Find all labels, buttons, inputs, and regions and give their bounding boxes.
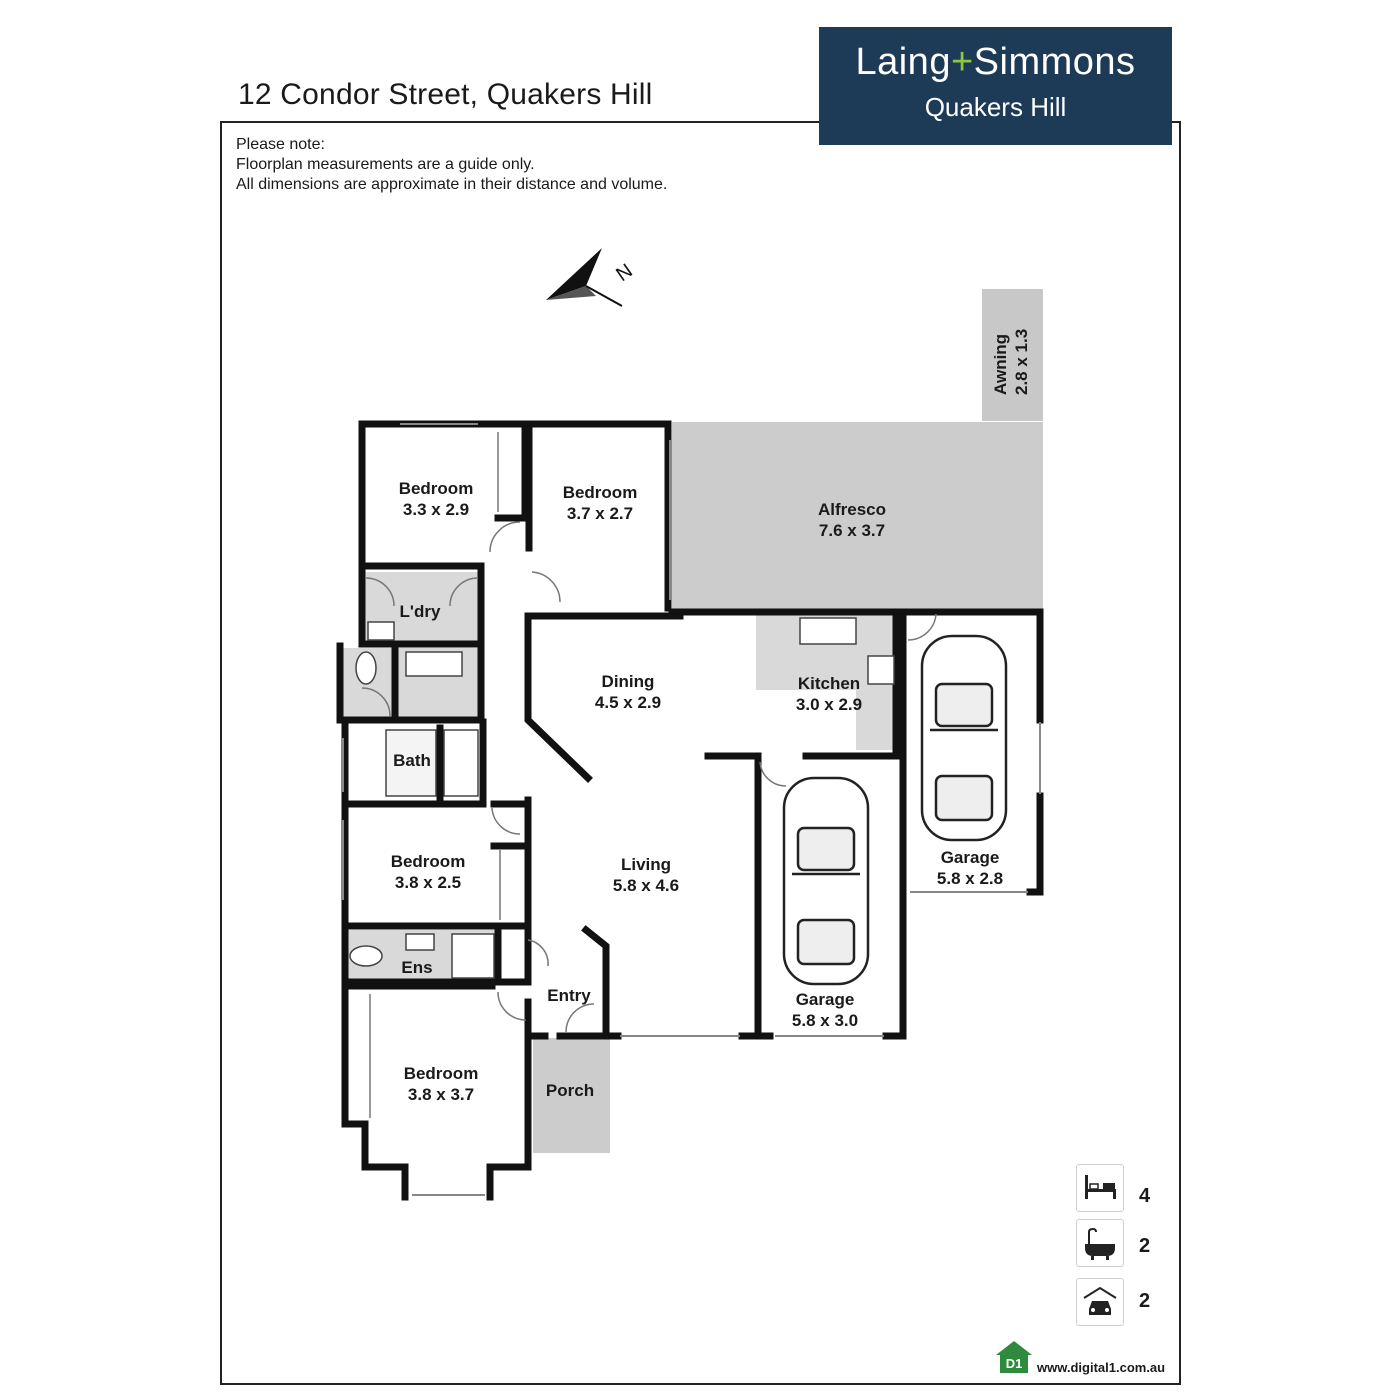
alfresco-area: [672, 422, 1043, 610]
room-name: Ens: [401, 958, 432, 977]
disclaimer-notes: Please note: Floorplan measurements are …: [236, 135, 667, 195]
porch-area: [533, 1038, 610, 1153]
awning-area: [982, 289, 1043, 421]
ensuite-basin-icon: [405, 933, 435, 951]
room-size: 2.8 x 1.3: [1012, 329, 1031, 395]
bathtub-icon: [1076, 1219, 1124, 1267]
bathtub-fixture-icon: [385, 729, 437, 797]
room-size: 3.7 x 2.7: [567, 504, 633, 523]
cooktop-icon: [867, 655, 895, 685]
room-name: L'dry: [400, 602, 441, 621]
north-arrow-icon: N: [546, 248, 637, 307]
room-size: 3.8 x 2.5: [395, 873, 461, 892]
room-name: Bedroom: [563, 483, 638, 502]
note-line: Floorplan measurements are a guide only.: [236, 156, 535, 173]
brand-name: Laing+Simmons: [855, 41, 1136, 83]
footer-url[interactable]: www.digital1.com.au: [1037, 1360, 1166, 1375]
digital1-logo-text: D1: [1006, 1356, 1023, 1371]
room-size: 4.5 x 2.9: [595, 693, 661, 712]
kitchen-sink-icon: [799, 617, 857, 645]
property-address: 12 Condor Street, Quakers Hill: [238, 78, 653, 111]
room-name: Garage: [796, 990, 855, 1009]
ensuite-shower-icon: [451, 933, 495, 979]
bedroom-count: 4: [1139, 1185, 1151, 1207]
room-name: Porch: [546, 1081, 594, 1100]
room-name: Entry: [547, 986, 591, 1005]
room-size: 3.0 x 2.9: [796, 695, 862, 714]
laundry-tub-icon: [367, 621, 395, 641]
note-line: Please note:: [236, 136, 325, 153]
car-icon: [920, 634, 1008, 842]
room-name: Kitchen: [798, 674, 860, 693]
room-name: Bedroom: [399, 479, 474, 498]
car-icon: [782, 776, 870, 986]
ensuite-toilet-icon: [349, 945, 383, 967]
room-name: Dining: [602, 672, 655, 691]
room-name: Living: [621, 855, 671, 874]
plan-frame: [220, 121, 1181, 1385]
windows: [342, 423, 1041, 1196]
kitchen-bench-return: [856, 690, 896, 750]
note-line: All dimensions are approximate in their …: [236, 176, 668, 193]
brand-logo: Laing+Simmons Quakers Hill: [819, 27, 1172, 145]
fixtures: [349, 432, 895, 1118]
toilet-icon: [355, 651, 377, 685]
room-size: 3.8 x 3.7: [408, 1085, 474, 1104]
digital1-logo: D1: [994, 1339, 1034, 1380]
room-name: Bedroom: [391, 852, 466, 871]
room-size: 3.3 x 2.9: [403, 500, 469, 519]
room-name: Garage: [941, 848, 1000, 867]
room-name: Awning: [991, 334, 1010, 395]
shower-icon: [443, 729, 479, 797]
bed-icon: [1076, 1164, 1124, 1212]
bathroom-count: 2: [1139, 1235, 1151, 1257]
room-size: 5.8 x 3.0: [792, 1011, 858, 1030]
north-label: N: [612, 260, 636, 286]
room-name: Bedroom: [404, 1064, 479, 1083]
room-size: 5.8 x 2.8: [937, 869, 1003, 888]
awning-label: Awning 2.8 x 1.3: [991, 329, 1031, 395]
car-garage-icon: [1076, 1278, 1124, 1326]
room-name: Bath: [393, 751, 431, 770]
room-name: Alfresco: [818, 500, 886, 519]
brand-office: Quakers Hill: [924, 92, 1067, 122]
room-size: 7.6 x 3.7: [819, 521, 885, 540]
vanity-icon: [405, 651, 463, 677]
room-size: 5.8 x 4.6: [613, 876, 679, 895]
garage-count: 2: [1139, 1290, 1151, 1312]
door-swings: [361, 521, 937, 1033]
